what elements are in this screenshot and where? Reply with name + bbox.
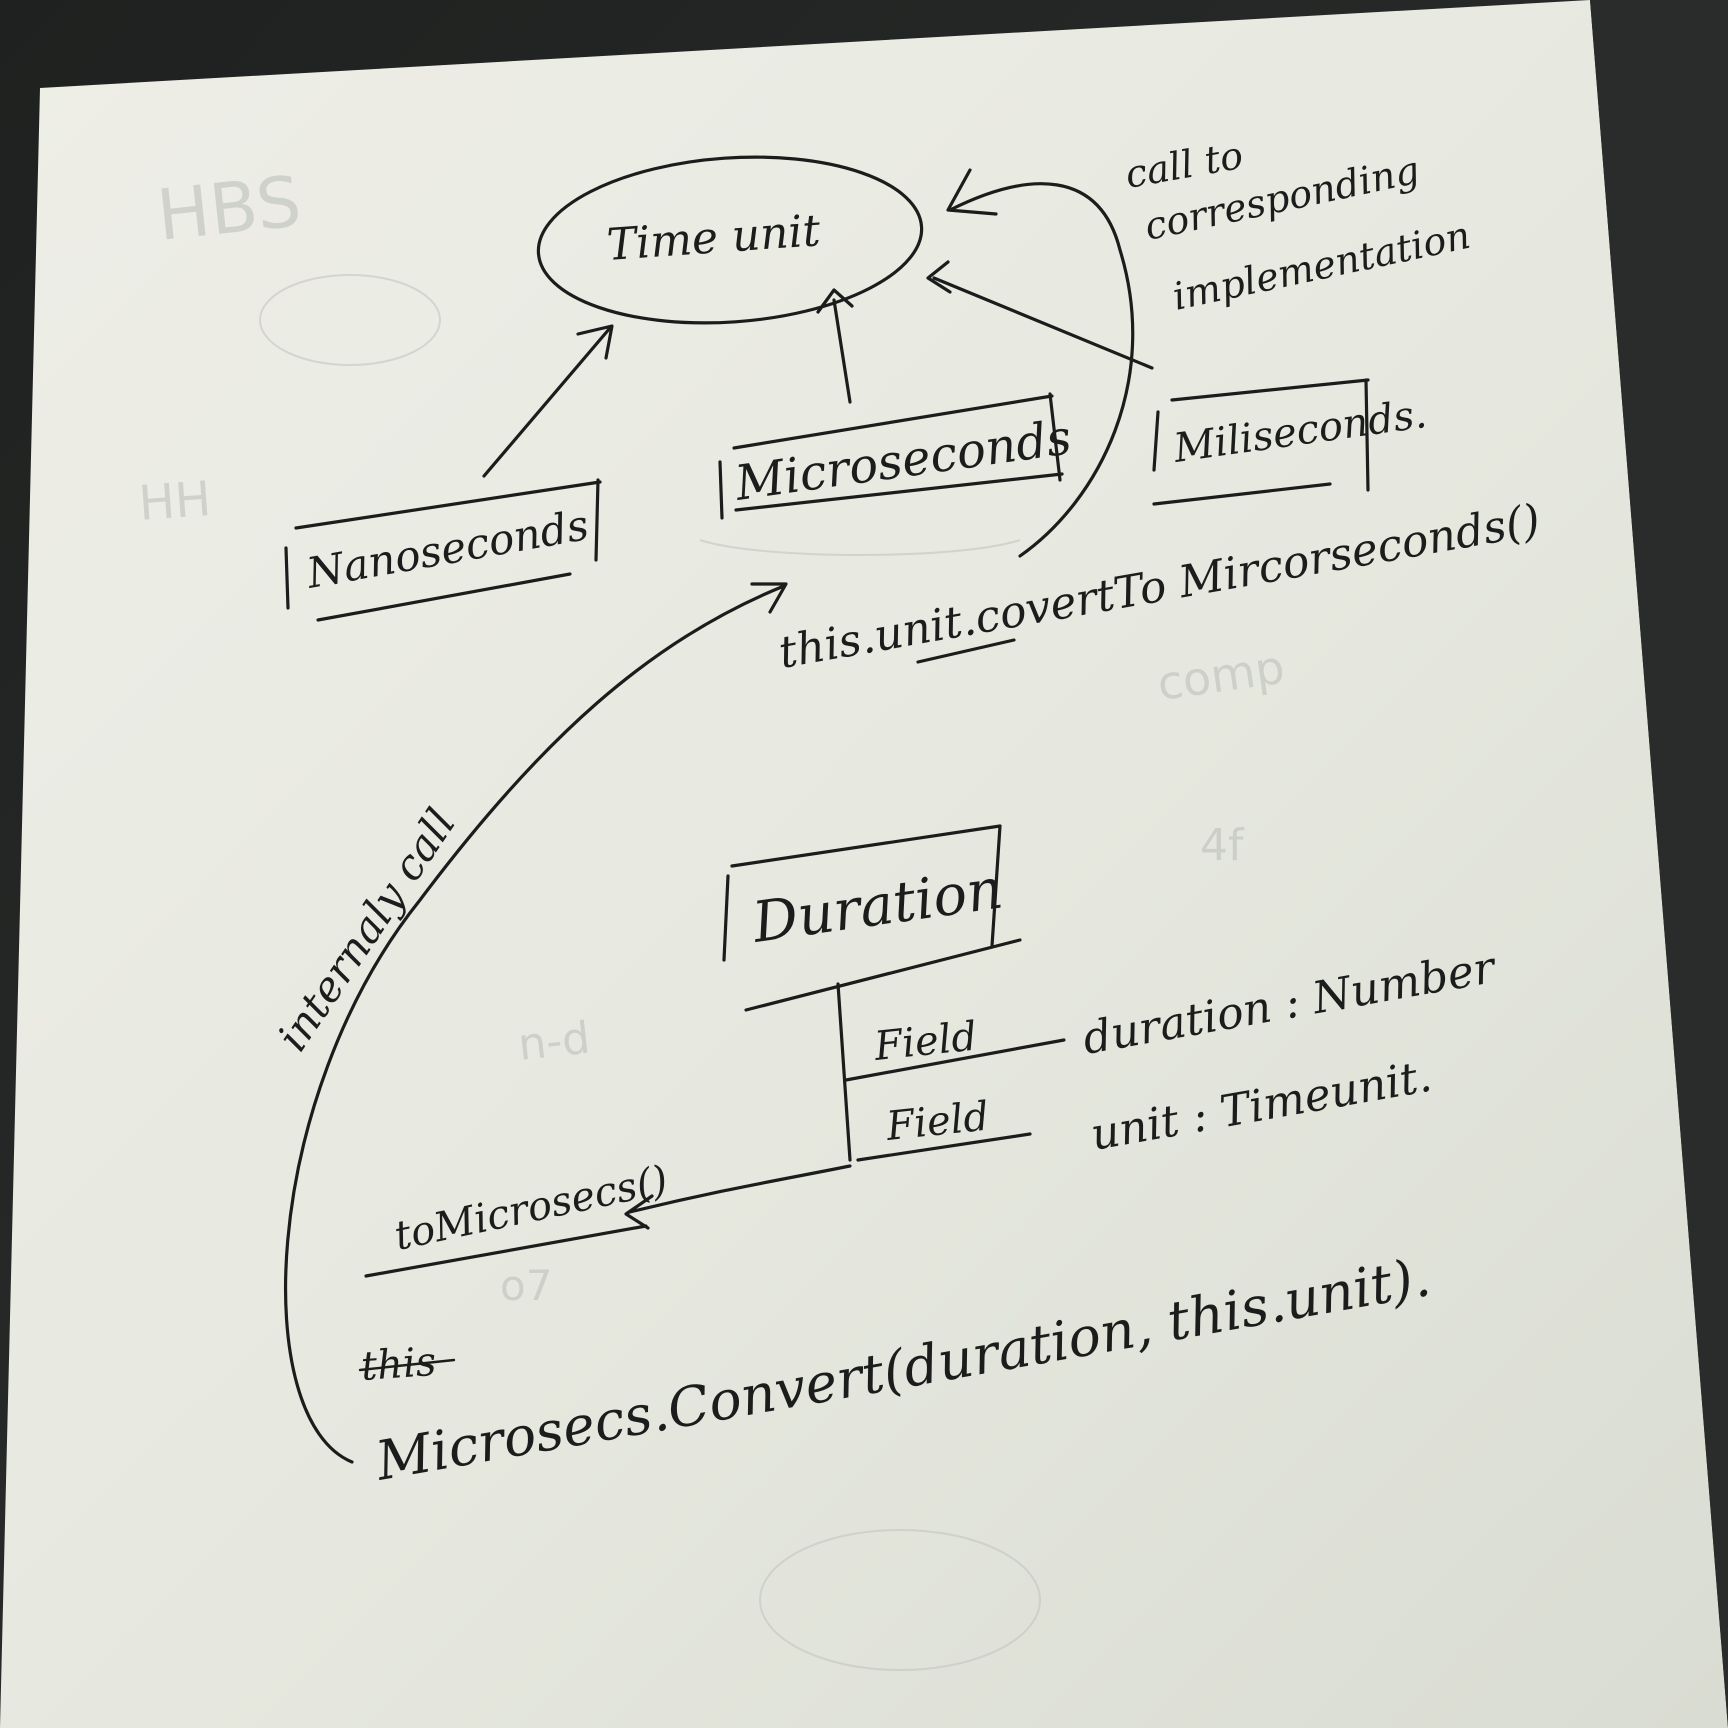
mili-to-timeunit-arrow (926, 260, 1154, 370)
timeunit-ellipse (536, 155, 924, 325)
method-arrow (624, 1164, 852, 1230)
field-unit-timeunit: unit : Timeunit. (1087, 1051, 1435, 1161)
strike-line (358, 1358, 456, 1372)
svg-text:n-d: n-d (516, 1013, 593, 1071)
svg-text:comp: comp (1154, 640, 1288, 711)
field-label-2: Field (883, 1093, 991, 1150)
micro-to-timeunit-arrow (816, 288, 854, 404)
svg-text:HH: HH (137, 471, 213, 532)
note-internally-call: internaly call (268, 800, 465, 1060)
miliseconds-box (1152, 378, 1370, 506)
note-this-unit-call: this.unit.covertTo Mircorseconds() (775, 495, 1544, 679)
method-underline (364, 1224, 648, 1278)
struck-this: this (359, 1339, 437, 1390)
internal-call-curve (284, 582, 788, 1464)
duration-label: Duration (748, 857, 1007, 956)
timeunit-label: Time unit (605, 205, 822, 271)
field-divider (836, 982, 1066, 1162)
nano-to-timeunit-arrow (482, 324, 614, 478)
unit-underline (916, 638, 1016, 664)
svg-text:o7: o7 (500, 1261, 552, 1310)
duration-box (722, 824, 1022, 1012)
svg-text:HBS: HBS (153, 160, 305, 257)
nanoseconds-box (284, 478, 602, 622)
nanoseconds-label: Nanoseconds (302, 500, 592, 598)
method-to-microsecs: toMicrosecs() (391, 1157, 672, 1260)
field-label-1: Field (871, 1013, 979, 1070)
field-duration-number: duration : Number (1079, 942, 1501, 1065)
svg-text:4f: 4f (1200, 820, 1245, 871)
miliseconds-label: Miliseconds. (1170, 391, 1430, 472)
microseconds-box (718, 392, 1064, 520)
bleed-through-marks: HBS HH comp 4f n-d o7 (137, 160, 1288, 1671)
microseconds-label: Microseconds (731, 409, 1075, 512)
call-implementation-curve (946, 168, 1135, 558)
